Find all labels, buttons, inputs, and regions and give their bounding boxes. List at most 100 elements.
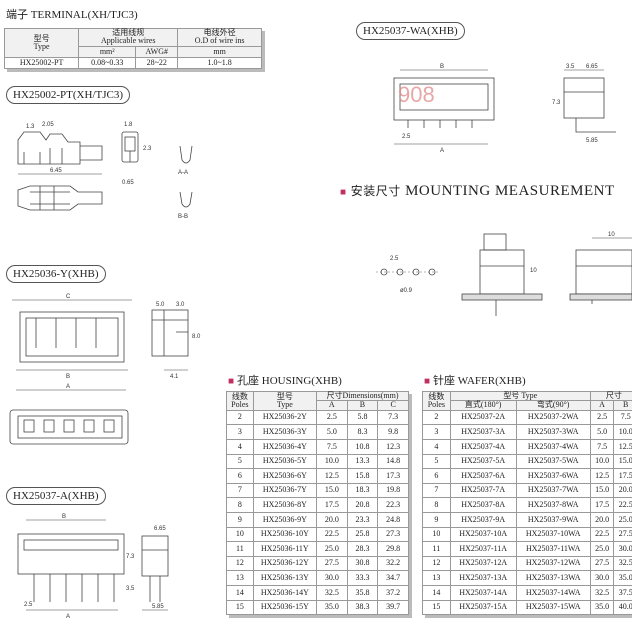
wafer-head-dim: 尺寸 <box>589 390 632 402</box>
table-cell: 7.5 <box>316 438 348 455</box>
table-cell: 0.08~0.33 <box>78 56 137 69</box>
table-cell: 18.3 <box>346 482 379 499</box>
section-title-a: HX25037-A(XHB) <box>6 487 106 505</box>
table-cell: HX25037-12A <box>449 555 517 572</box>
table-cell: HX25037-14A <box>449 584 517 601</box>
table-cell: 12.5 <box>613 438 632 455</box>
table-cell: 25.0 <box>613 511 632 528</box>
table-cell: 3 <box>422 424 451 440</box>
table-cell: 10 <box>422 526 451 543</box>
table-cell: HX25037-11WA <box>515 541 591 557</box>
table-cell: HX25037-7WA <box>515 482 591 499</box>
table-cell: 20.0 <box>613 482 632 499</box>
table-cell: 27.3 <box>377 526 409 543</box>
table-cell: HX25036-8Y <box>252 497 318 513</box>
table-cell: 15.0 <box>613 453 632 470</box>
table-cell: HX25037-13A <box>449 570 517 586</box>
dim-label: 3.0 <box>176 302 185 308</box>
table-cell: 1.0~1.8 <box>177 56 262 69</box>
table-cell: 15 <box>226 599 254 616</box>
table-cell: 10.0 <box>613 424 632 440</box>
table-cell: 22.5 <box>589 526 615 543</box>
table-cell: HX25002-PT <box>3 56 80 69</box>
mounting-title-en: MOUNTING MEASUREMENT <box>405 183 615 199</box>
square-bullet-icon: ■ <box>424 376 431 387</box>
section-title-wa: HX25037-WA(XHB) <box>356 22 465 40</box>
dim-label: 5.85 <box>586 138 598 144</box>
dim-label: 2.5 <box>24 602 33 608</box>
dim-label: B <box>62 514 66 520</box>
table-cell: HX25037-14WA <box>515 584 591 601</box>
table-cell: 10 <box>226 526 254 543</box>
table-cell: 10.8 <box>346 438 379 455</box>
table-cell: HX25037-10WA <box>515 526 591 543</box>
table-cell: HX25037-9WA <box>515 511 591 528</box>
wa-drawing: B A 3.5 6.65 7.3 2.5 5.85 <box>393 64 616 154</box>
table-cell: 15.8 <box>346 468 379 484</box>
dim-label: B <box>66 374 70 380</box>
table-cell: HX25036-15Y <box>252 599 318 616</box>
table-cell: 8 <box>422 497 451 513</box>
table-cell: HX25037-6WA <box>515 468 591 484</box>
dim-label: 6.45 <box>50 168 62 174</box>
table-cell: HX25036-2Y <box>252 409 318 426</box>
table-cell: 30.0 <box>589 570 615 586</box>
table-cell: 32.5 <box>589 584 615 601</box>
pt-drawing: 1.3 2.05 1.8 2.3 6.45 0.65 A-A B-B <box>17 122 193 220</box>
table-cell: HX25037-7A <box>449 482 517 499</box>
wafer-col-a: A <box>589 400 615 411</box>
table-cell: 14 <box>422 584 451 601</box>
table-cell: 25.8 <box>346 526 379 543</box>
table-cell: 6 <box>226 468 254 484</box>
dim-label: 2.3 <box>143 146 152 152</box>
table-cell: 15.0 <box>589 482 615 499</box>
table-cell: 27.5 <box>316 555 348 572</box>
dim-label: A-A <box>178 170 188 176</box>
table-cell: 34.7 <box>377 570 409 586</box>
table-cell: 8.3 <box>346 424 379 440</box>
dim-label: A <box>66 384 70 390</box>
dim-label: C <box>66 294 71 300</box>
table-cell: 7.5 <box>589 438 615 455</box>
table-cell: 12.5 <box>316 468 348 484</box>
table-cell: 39.7 <box>377 599 409 616</box>
table-cell: 11 <box>226 541 254 557</box>
table-cell: 13 <box>422 570 451 586</box>
table-cell: 22.5 <box>316 526 348 543</box>
table-cell: HX25036-3Y <box>252 424 318 440</box>
table-cell: 13 <box>226 570 254 586</box>
table-cell: 30.8 <box>346 555 379 572</box>
dim-label: 5.85 <box>152 604 164 610</box>
dim-label: 1.8 <box>124 122 133 128</box>
wafer-col-b: B <box>613 400 632 411</box>
table-row: HX25002-PT 0.08~0.33 28~22 1.0~1.8 <box>3 56 262 69</box>
table-cell: HX25037-15WA <box>515 599 591 616</box>
table-cell: 32.5 <box>316 584 348 601</box>
table-cell: 19.8 <box>377 482 409 499</box>
table-cell: 35.0 <box>316 599 348 616</box>
table-cell: 12.3 <box>377 438 409 455</box>
a-drawing: B A 6.65 7.3 3.5 2.5 5.85 <box>17 514 169 620</box>
table-cell: 40.0 <box>613 599 632 616</box>
table-cell: 6 <box>422 468 451 484</box>
terminal-unit-mm: mm² <box>78 45 137 58</box>
dim-label: 3.5 <box>126 586 135 592</box>
table-cell: 4 <box>226 438 254 455</box>
table-cell: 27.5 <box>589 555 615 572</box>
table-cell: 12.5 <box>589 468 615 484</box>
dim-label: B <box>440 64 444 70</box>
table-cell: HX25037-4WA <box>515 438 591 455</box>
table-cell: 14 <box>226 584 254 601</box>
table-cell: 7 <box>226 482 254 499</box>
